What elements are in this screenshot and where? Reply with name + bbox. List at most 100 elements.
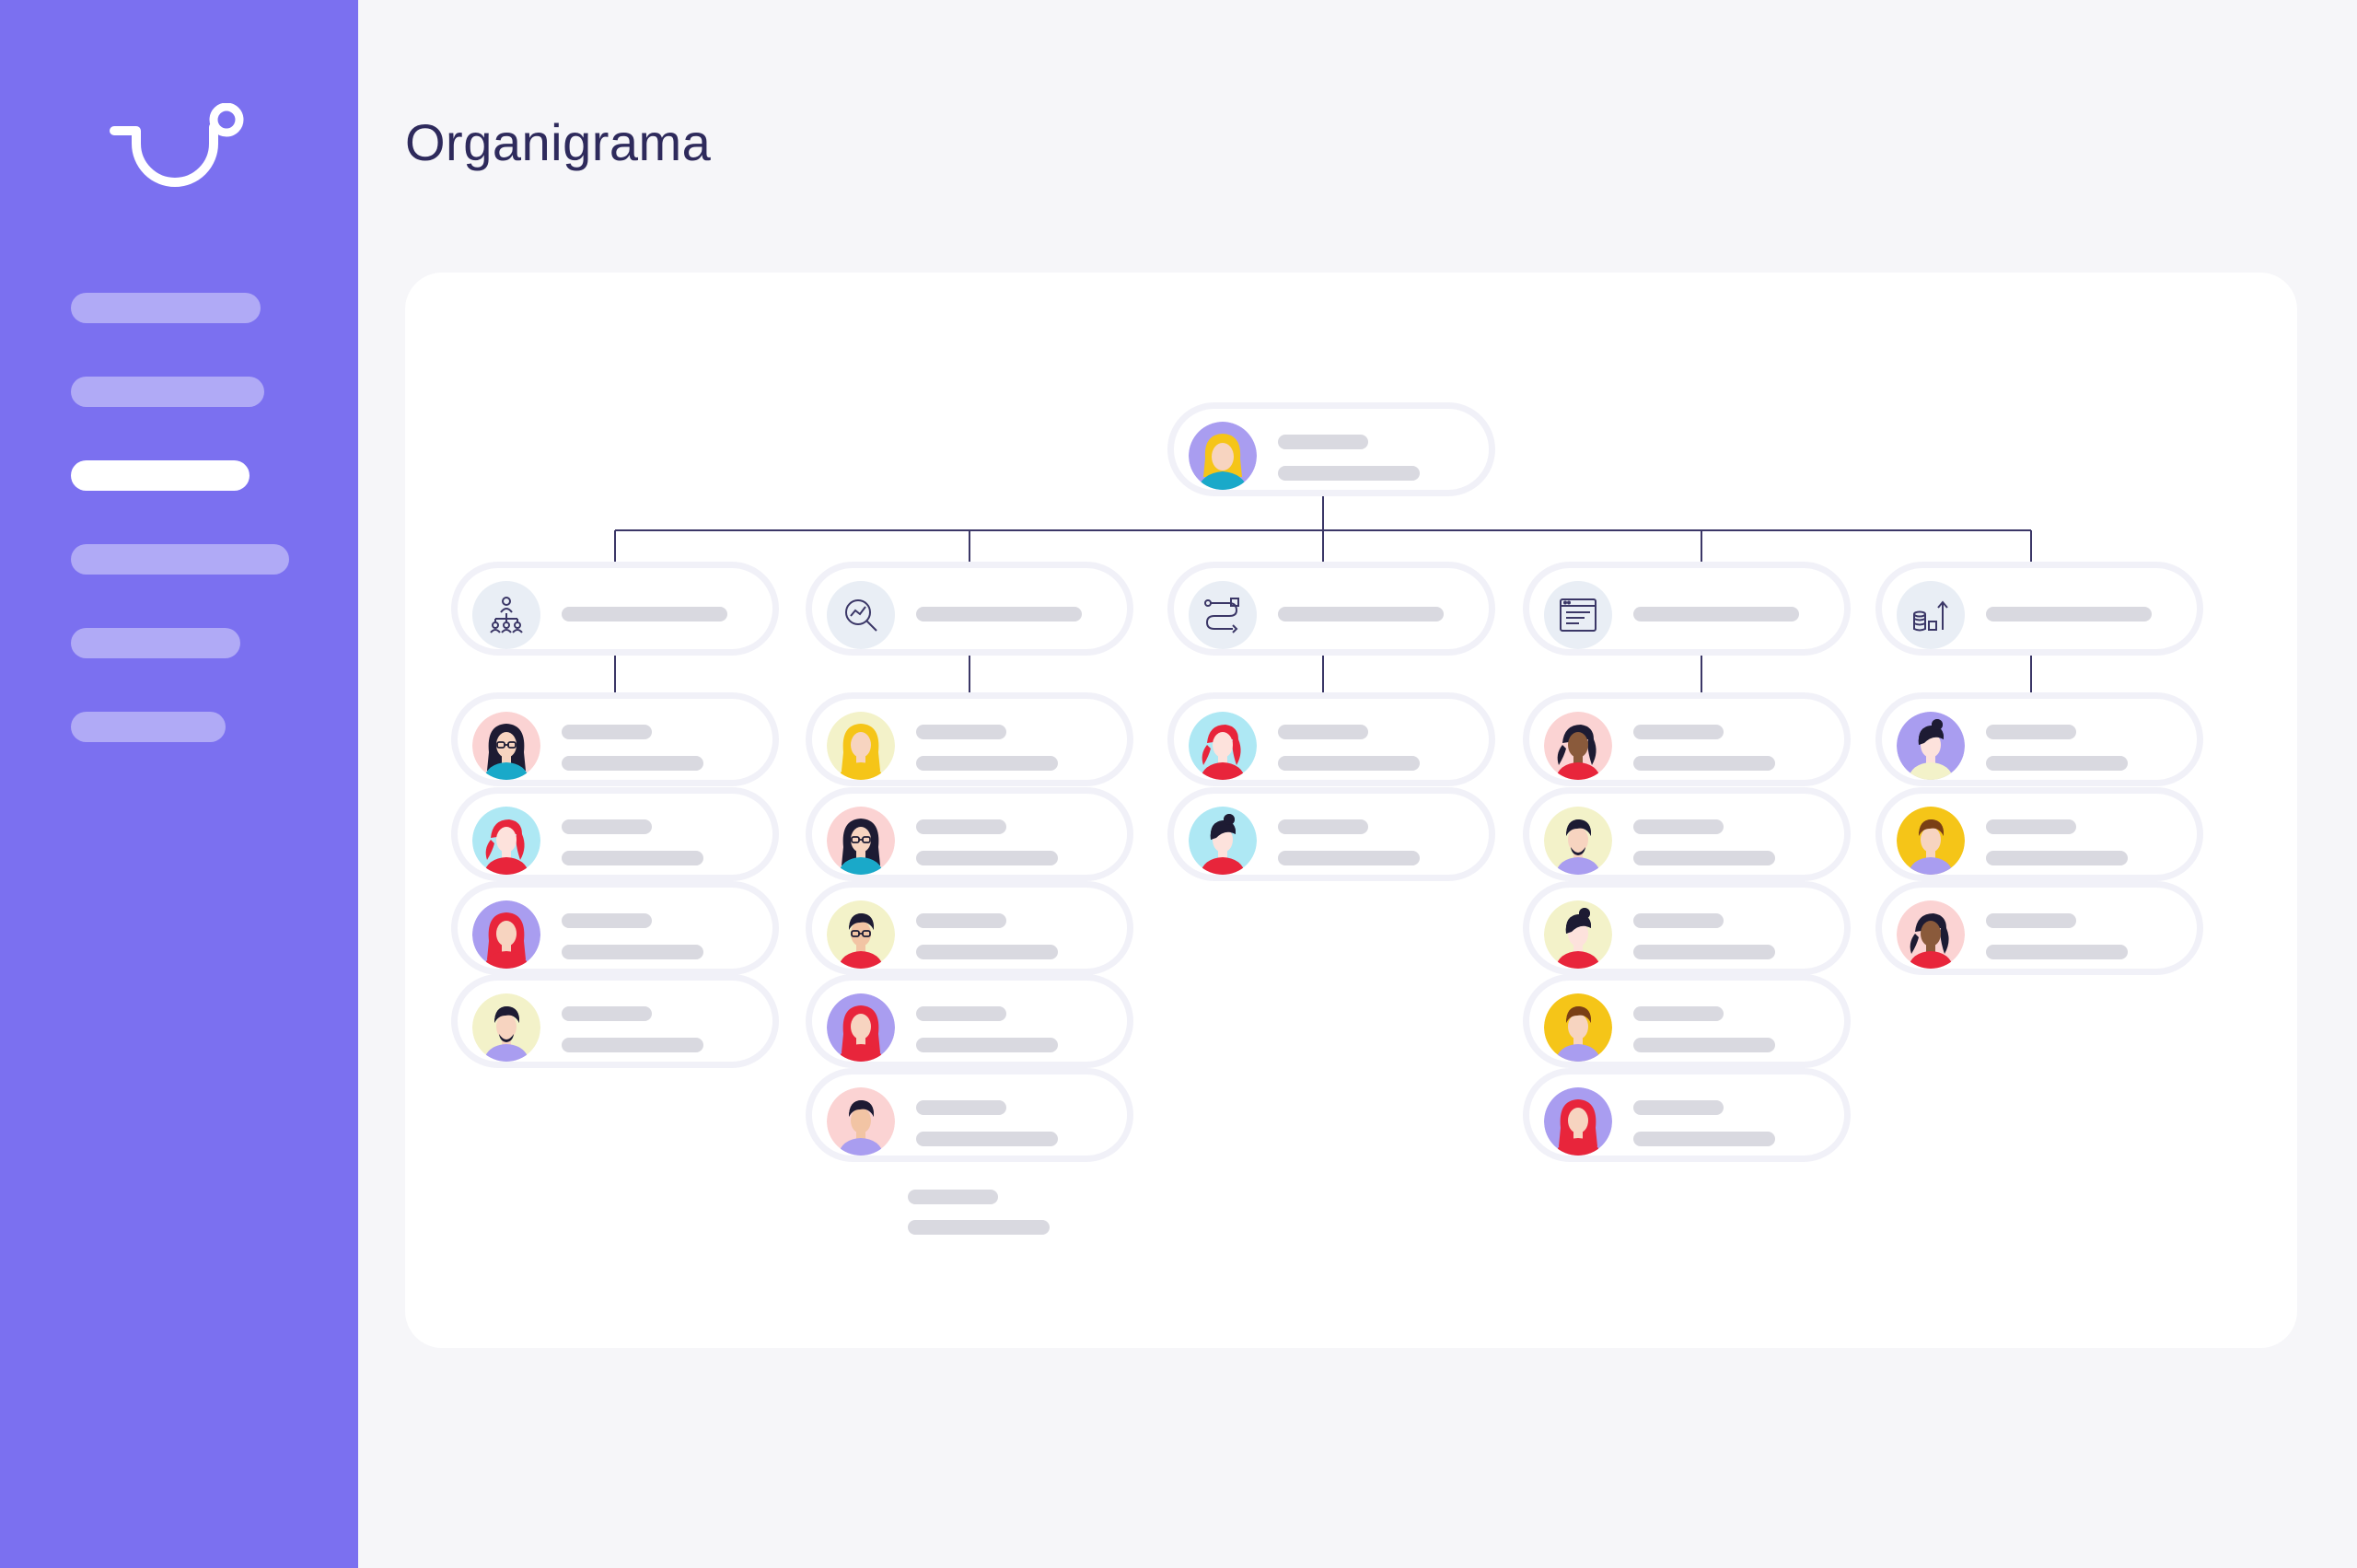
avatar bbox=[827, 712, 895, 780]
org-node-member-1-2[interactable] bbox=[451, 787, 779, 881]
placeholder-name bbox=[1986, 913, 2076, 928]
placeholder-role bbox=[1633, 1038, 1775, 1052]
org-node-department-5[interactable] bbox=[1875, 562, 2203, 656]
placeholder-role bbox=[1278, 851, 1420, 865]
avatar bbox=[472, 807, 540, 875]
browser-window-icon bbox=[1544, 581, 1612, 649]
org-node-member-1-3[interactable] bbox=[451, 881, 779, 975]
placeholder-name bbox=[1633, 913, 1724, 928]
placeholder-role bbox=[562, 945, 703, 959]
placeholder-name bbox=[1633, 725, 1724, 739]
placeholder-name bbox=[916, 913, 1006, 928]
placeholder-role bbox=[562, 851, 703, 865]
avatar-woman-dark-ponytail-icon bbox=[1897, 900, 1965, 969]
org-node-member-3-1[interactable] bbox=[1167, 692, 1495, 786]
org-node-member-2-4[interactable] bbox=[806, 974, 1133, 1068]
org-node-department-1[interactable] bbox=[451, 562, 779, 656]
team-structure-icon bbox=[472, 581, 540, 649]
avatar-woman-red-ponytail-icon bbox=[1189, 712, 1257, 780]
smile-logo-icon[interactable] bbox=[109, 103, 256, 195]
org-node-member-1-4[interactable] bbox=[451, 974, 779, 1068]
org-node-member-4-2[interactable] bbox=[1523, 787, 1851, 881]
placeholder-name bbox=[916, 1006, 1006, 1021]
placeholder-name bbox=[916, 1100, 1006, 1115]
sidebar-nav-item-3-active[interactable] bbox=[71, 460, 250, 491]
sidebar-nav-item-2[interactable] bbox=[71, 377, 264, 407]
avatar bbox=[1544, 900, 1612, 969]
placeholder-name bbox=[1633, 1006, 1724, 1021]
placeholder-role bbox=[916, 945, 1058, 959]
avatar-woman-red-ponytail-icon bbox=[472, 807, 540, 875]
placeholder-department bbox=[1633, 607, 1799, 621]
org-node-member-5-3[interactable] bbox=[1875, 881, 2203, 975]
placeholder-role bbox=[562, 756, 703, 771]
org-node-member-2-2[interactable] bbox=[806, 787, 1133, 881]
avatar-man-beard-icon bbox=[472, 993, 540, 1062]
placeholder-role bbox=[562, 1038, 703, 1052]
workflow-icon bbox=[1189, 581, 1257, 649]
avatar bbox=[1544, 807, 1612, 875]
sidebar-nav-item-5[interactable] bbox=[71, 628, 240, 658]
avatar bbox=[1544, 712, 1612, 780]
org-node-member-2-1[interactable] bbox=[806, 692, 1133, 786]
placeholder-department bbox=[1278, 607, 1444, 621]
org-node-root[interactable] bbox=[1167, 402, 1495, 496]
page-title: Organigrama bbox=[405, 113, 712, 171]
org-node-member-2-3[interactable] bbox=[806, 881, 1133, 975]
avatar-woman-glasses-icon bbox=[827, 807, 895, 875]
placeholder-department bbox=[916, 607, 1082, 621]
placeholder-role bbox=[1633, 945, 1775, 959]
placeholder-role bbox=[1278, 756, 1420, 771]
avatar bbox=[827, 993, 895, 1062]
placeholder-role bbox=[1986, 851, 2128, 865]
placeholder-name bbox=[1633, 1100, 1724, 1115]
org-node-member-4-4[interactable] bbox=[1523, 974, 1851, 1068]
placeholder-role bbox=[1633, 756, 1775, 771]
avatar-woman-dark-bun-icon bbox=[1544, 900, 1612, 969]
org-node-department-2[interactable] bbox=[806, 562, 1133, 656]
placeholder-role bbox=[1986, 756, 2128, 771]
avatar-woman-red-hair-icon bbox=[1544, 1087, 1612, 1156]
avatar bbox=[1189, 807, 1257, 875]
placeholder-name bbox=[1986, 725, 2076, 739]
avatar-woman-blonde-icon bbox=[827, 712, 895, 780]
person-avatar-blonde-woman-icon bbox=[1189, 422, 1257, 490]
placeholder-role bbox=[1633, 1132, 1775, 1146]
analytics-search-icon bbox=[827, 581, 895, 649]
org-node-department-3[interactable] bbox=[1167, 562, 1495, 656]
org-node-member-4-3[interactable] bbox=[1523, 881, 1851, 975]
avatar bbox=[472, 993, 540, 1062]
avatar-woman-dark-bun-icon bbox=[1189, 807, 1257, 875]
avatar-woman-red-hair-icon bbox=[827, 993, 895, 1062]
org-node-member-4-5[interactable] bbox=[1523, 1068, 1851, 1162]
placeholder-department bbox=[1986, 607, 2152, 621]
sidebar-nav-item-4[interactable] bbox=[71, 544, 289, 575]
placeholder-name bbox=[562, 913, 652, 928]
finance-growth-icon bbox=[1897, 581, 1965, 649]
avatar bbox=[1544, 1087, 1612, 1156]
org-node-member-4-1[interactable] bbox=[1523, 692, 1851, 786]
avatar-man-brown-hair-icon bbox=[1897, 807, 1965, 875]
placeholder-role bbox=[916, 1038, 1058, 1052]
avatar-woman-dark-hair-icon bbox=[1897, 712, 1965, 780]
avatar bbox=[827, 807, 895, 875]
org-node-member-5-1[interactable] bbox=[1875, 692, 2203, 786]
avatar bbox=[827, 1087, 895, 1156]
avatar bbox=[827, 900, 895, 969]
avatar-man-glasses-icon bbox=[827, 900, 895, 969]
avatar bbox=[1544, 993, 1612, 1062]
avatar bbox=[1897, 712, 1965, 780]
org-node-member-3-2[interactable] bbox=[1167, 787, 1495, 881]
avatar-man-beard-icon bbox=[1544, 807, 1612, 875]
org-node-member-2-5[interactable] bbox=[806, 1068, 1133, 1162]
placeholder-name bbox=[1633, 819, 1724, 834]
placeholder-name bbox=[1278, 725, 1368, 739]
org-node-member-1-1[interactable] bbox=[451, 692, 779, 786]
org-node-member-5-2[interactable] bbox=[1875, 787, 2203, 881]
avatar bbox=[1897, 807, 1965, 875]
sidebar bbox=[0, 0, 358, 1568]
sidebar-nav-item-6[interactable] bbox=[71, 712, 226, 742]
placeholder-name bbox=[1278, 435, 1368, 449]
org-node-department-4[interactable] bbox=[1523, 562, 1851, 656]
sidebar-nav-item-1[interactable] bbox=[71, 293, 261, 323]
